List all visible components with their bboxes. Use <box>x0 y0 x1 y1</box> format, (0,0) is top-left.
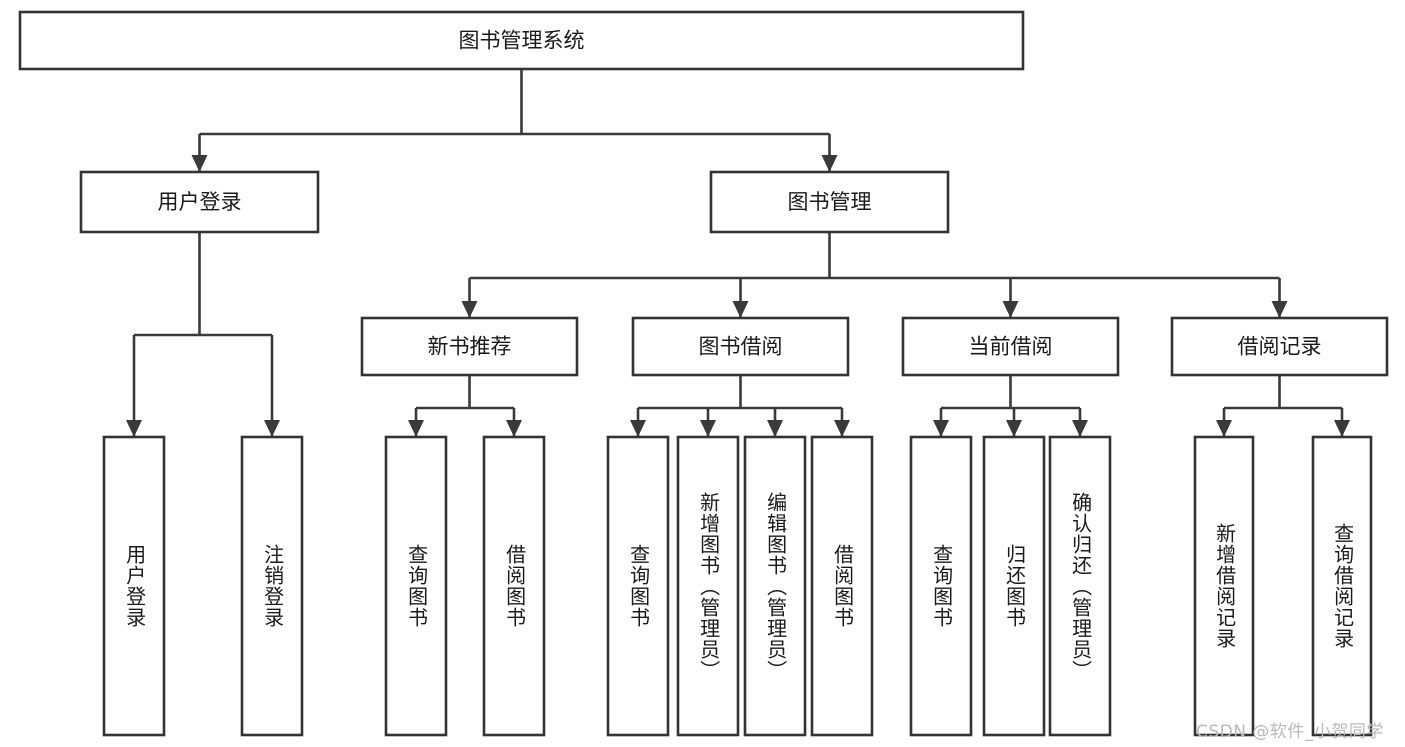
node-box-leaf-user-login[interactable] <box>102 435 166 737</box>
node-box-book-manage[interactable] <box>709 170 950 234</box>
node-box-current-borrow[interactable] <box>901 316 1120 377</box>
arrow-head-icon <box>834 420 850 437</box>
node-box-layer <box>18 10 1389 737</box>
arrow-head-icon <box>1072 420 1088 437</box>
node-label-new-book-recommend: 新书推荐 <box>428 335 512 359</box>
node-box-user-login[interactable] <box>79 170 320 234</box>
arrow-head-icon <box>933 420 949 437</box>
arrow-head-icon <box>1334 420 1350 437</box>
node-box-leaf-query-book-3[interactable] <box>909 435 973 737</box>
arrow-head-icon <box>126 420 142 437</box>
node-label-current-borrow: 当前借阅 <box>969 335 1053 359</box>
arrow-head-icon <box>264 420 280 437</box>
arrow-head-icon <box>767 420 783 437</box>
node-box-leaf-borrow-book-2[interactable] <box>810 435 874 737</box>
arrow-head-icon <box>732 301 749 318</box>
arrow-head-icon <box>1006 420 1022 437</box>
node-box-leaf-return-book[interactable] <box>982 435 1046 737</box>
arrow-head-icon <box>821 155 838 172</box>
node-box-leaf-user-logout[interactable] <box>240 435 304 737</box>
node-box-leaf-borrow-book-1[interactable] <box>482 435 546 737</box>
arrow-head-icon <box>1271 301 1288 318</box>
arrow-head-icon <box>1216 420 1232 437</box>
node-box-book-borrow[interactable] <box>631 316 850 377</box>
node-label-user-login: 用户登录 <box>158 190 242 214</box>
watermark-text: CSDN @软件_小贺同学 <box>1196 722 1384 742</box>
arrow-head-icon <box>630 420 646 437</box>
node-box-borrow-record[interactable] <box>1170 316 1389 377</box>
node-box-leaf-query-book-2[interactable] <box>606 435 670 737</box>
node-box-leaf-add-book-admin[interactable] <box>676 435 740 737</box>
node-box-leaf-confirm-return-admin[interactable] <box>1048 435 1112 737</box>
node-box-root[interactable] <box>18 10 1025 71</box>
node-box-leaf-query-book-1[interactable] <box>384 435 448 737</box>
arrow-head-icon <box>408 420 424 437</box>
node-label-book-manage: 图书管理 <box>788 190 872 214</box>
node-box-leaf-edit-book-admin[interactable] <box>743 435 807 737</box>
node-box-new-book-recommend[interactable] <box>360 316 579 377</box>
arrow-head-icon <box>1002 301 1019 318</box>
node-label-root: 图书管理系统 <box>459 29 585 53</box>
node-box-leaf-query-borrow-record[interactable] <box>1311 435 1373 737</box>
arrow-head-icon <box>461 301 478 318</box>
arrow-head-icon <box>700 420 716 437</box>
connector-layer <box>126 69 1350 437</box>
node-box-leaf-add-borrow-record[interactable] <box>1193 435 1255 737</box>
arrow-head-icon <box>191 155 208 172</box>
node-label-borrow-record: 借阅记录 <box>1238 335 1322 359</box>
node-label-book-borrow: 图书借阅 <box>699 335 783 359</box>
arrow-head-icon <box>506 420 522 437</box>
